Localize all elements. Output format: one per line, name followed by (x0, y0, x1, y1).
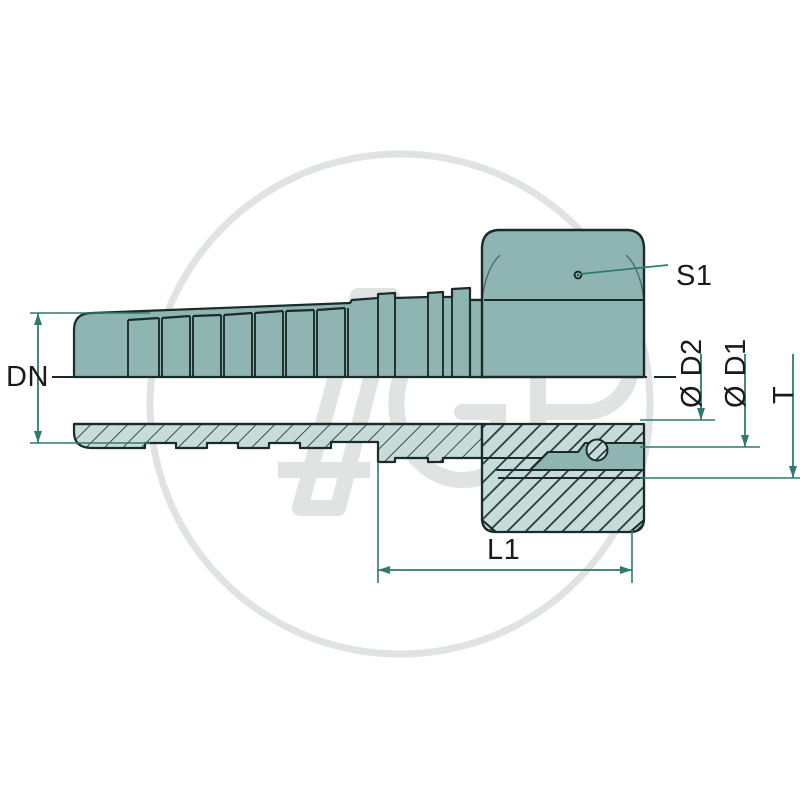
dimension-d2 (640, 354, 715, 421)
dimension-label-s1: S1 (676, 260, 713, 292)
dimension-d1 (640, 354, 760, 448)
dimension-dn (30, 312, 150, 444)
dimension-label-t: T (768, 385, 800, 404)
fitting-lower-section (72, 422, 646, 534)
dimension-label-dn: DN (6, 361, 49, 393)
dimension-label-d2: Ø D2 (676, 338, 708, 408)
dimension-label-l1: L1 (487, 534, 521, 566)
fitting-upper-outline (72, 228, 646, 379)
dimension-label-d1: Ø D1 (720, 338, 752, 408)
dimension-l1 (377, 462, 633, 583)
dimension-t (640, 354, 800, 479)
dimension-lines (30, 264, 800, 583)
dimension-s1 (579, 264, 669, 275)
